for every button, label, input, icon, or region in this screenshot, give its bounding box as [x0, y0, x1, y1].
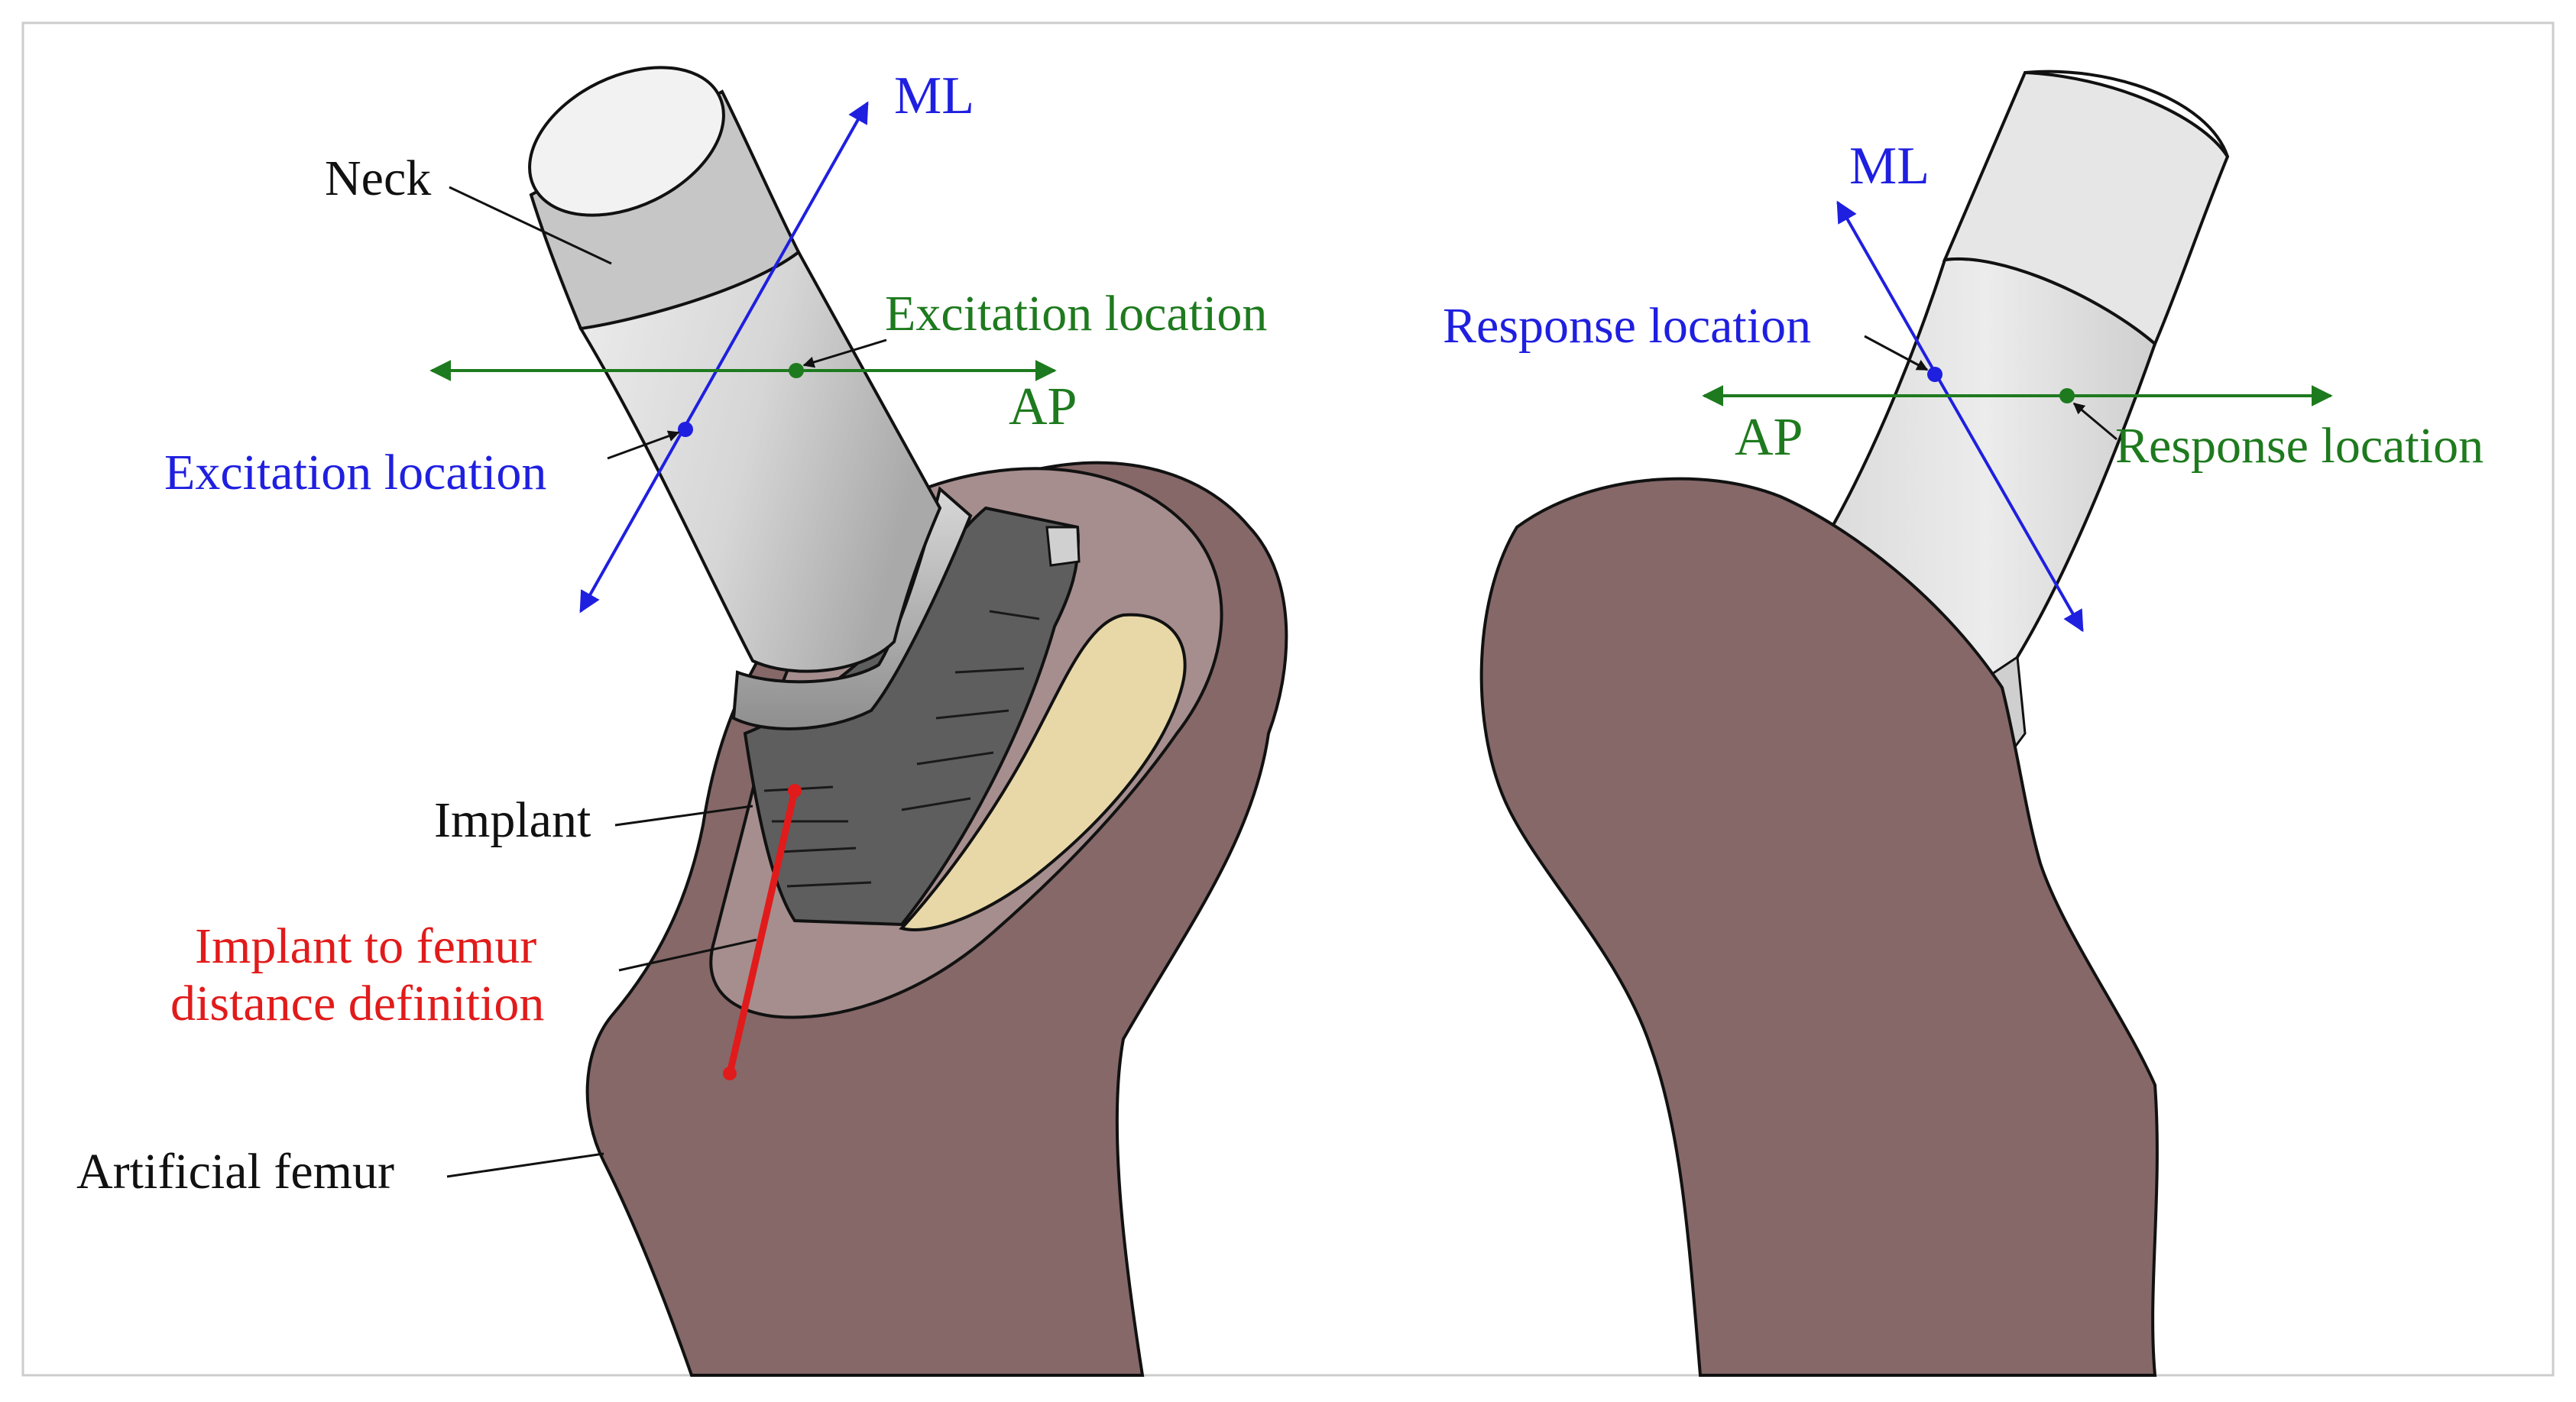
- label-implant: Implant: [434, 792, 591, 848]
- left-view: Neck ML Excitation location AP Excitatio…: [76, 66, 1288, 1377]
- right-neck-top-edge: [2024, 70, 2229, 157]
- right-femur: [1479, 477, 2159, 1377]
- label-right-response-ap: Response location: [2115, 418, 2484, 474]
- right-view: ML Response location AP Response locatio…: [1443, 70, 2484, 1377]
- left-bone-marrow: [899, 613, 1187, 931]
- right-response-point-ap: [2059, 388, 2075, 403]
- label-distance-line1: Implant to femur: [195, 918, 536, 974]
- left-leader-lines: [446, 186, 887, 1178]
- left-distance-end: [723, 1067, 737, 1080]
- figure-frame: [21, 21, 2555, 1377]
- label-artificial-femur: Artificial femur: [76, 1144, 394, 1200]
- left-ml-axis: [579, 101, 869, 614]
- right-ml-axis: [1836, 200, 2084, 633]
- label-left-ap: AP: [1009, 377, 1077, 436]
- left-implant-femur-distance-line: [726, 789, 799, 1075]
- left-excitation-point-ap: [789, 363, 804, 378]
- label-neck: Neck: [325, 151, 431, 206]
- label-left-ml: ML: [894, 66, 974, 125]
- label-distance-line2: distance definition: [170, 976, 544, 1031]
- label-left-excitation-ml: Excitation location: [164, 445, 546, 500]
- left-implant-tab: [1045, 526, 1081, 567]
- label-left-excitation-ap: Excitation location: [885, 286, 1267, 342]
- label-right-ml: ML: [1849, 137, 1930, 196]
- right-response-point-ml: [1927, 367, 1943, 382]
- left-distance-start: [788, 784, 802, 798]
- label-right-response-ml: Response location: [1443, 298, 1811, 354]
- label-right-ap: AP: [1735, 408, 1803, 467]
- left-excitation-point-ml: [678, 422, 693, 437]
- right-leader-lines: [1864, 335, 2118, 441]
